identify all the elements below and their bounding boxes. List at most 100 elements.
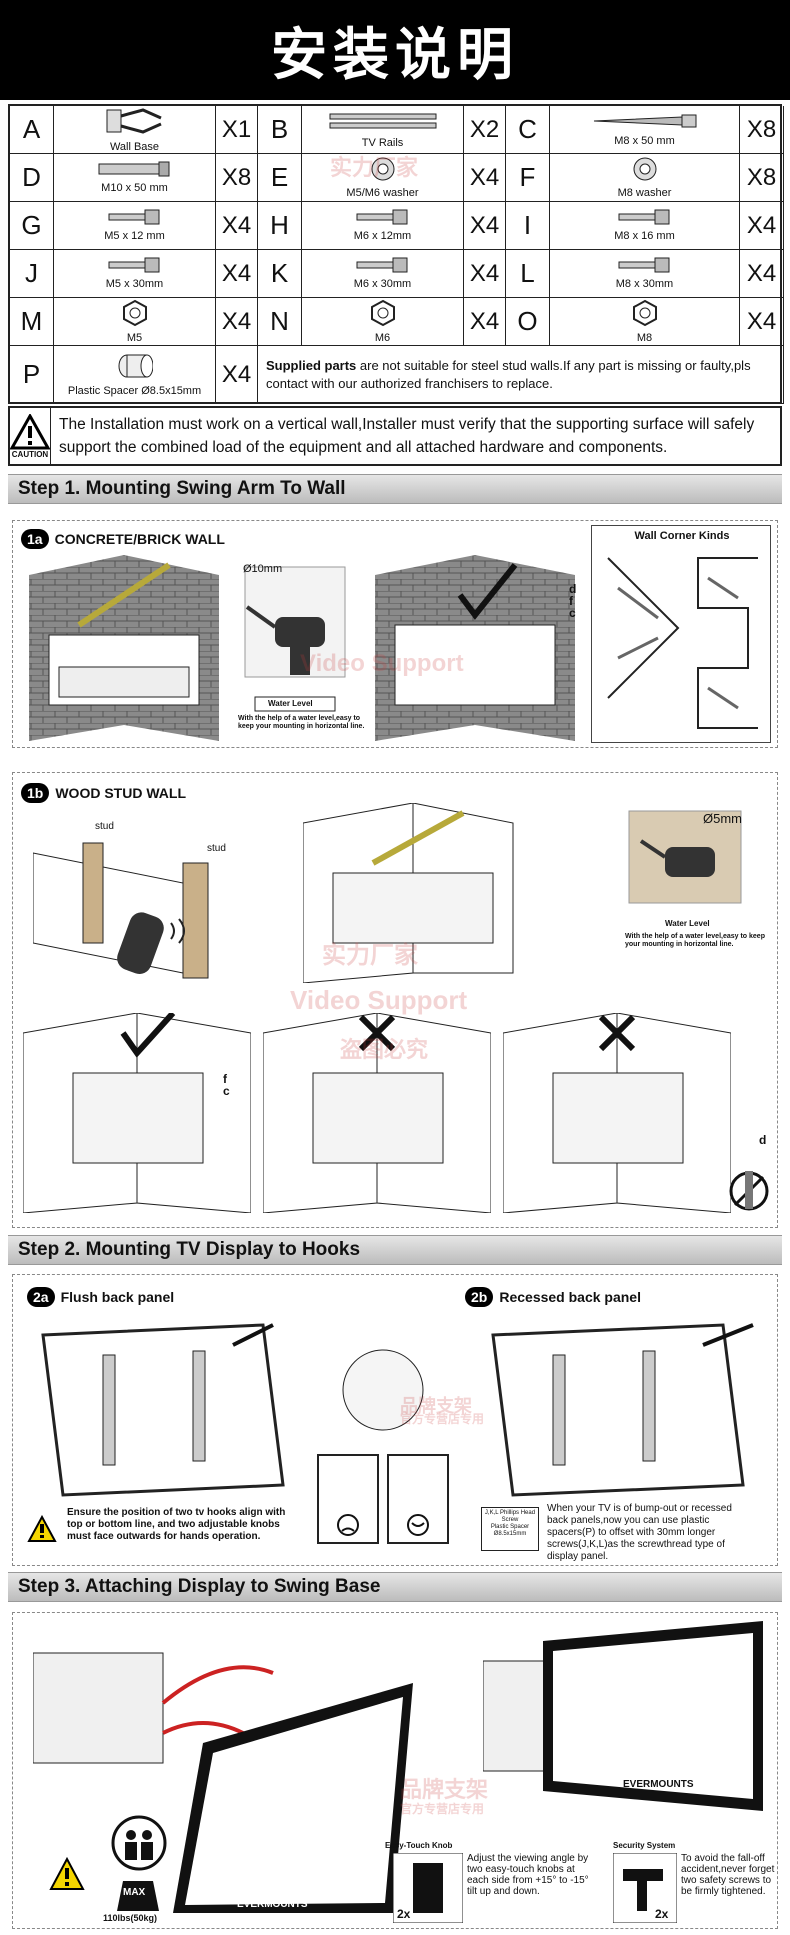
part-name: M6 [374,332,391,344]
stud-finder-illustration [33,842,209,979]
part-quantity: X4 [216,346,258,404]
brick-wall-illustration [29,555,219,741]
step2b-label: Recessed back panel [499,1289,641,1305]
max-label: MAX [123,1887,146,1898]
watermark-text: 官方专营店专用 [400,1412,485,1426]
step-number-badge: 1b [21,783,50,803]
spacer-screw-box: J,K,L Phillips Head Screw Plastic Spacer… [481,1507,539,1551]
anchor-not-allowed-icon [729,1171,769,1211]
part-letter: L [506,250,550,298]
step-number-badge: 2b [465,1287,494,1307]
supplied-parts-note: Supplied parts are not suitable for stee… [258,346,784,404]
part-letter: B [258,106,302,154]
weight-icon [117,1881,159,1911]
knob-note: Adjust the viewing angle by two easy-tou… [467,1853,589,1897]
part-description: M5/M6 washer [302,154,464,202]
part-letter: O [506,298,550,346]
part-letter: J [10,250,54,298]
security-note: To avoid the fall-off accident,never for… [681,1853,775,1897]
wood-drill-illustration [628,810,742,904]
part-name: M5 x 12 mm [104,230,165,242]
part-quantity: X4 [464,250,506,298]
part-letter: C [506,106,550,154]
step1b-label: WOOD STUD WALL [55,785,186,801]
part-quantity: X4 [464,154,506,202]
part-quantity: X4 [740,250,784,298]
warning-icon [49,1857,85,1890]
part-name: M8 x 30mm [615,278,674,290]
step1-title: Step 1. Mounting Swing Arm To Wall [8,474,782,504]
watermark-text: 品牌支架 [400,1777,489,1802]
wrong-stud-mount-illustration-1 [263,1013,491,1213]
part-description: Wall Base [54,106,216,154]
correct-stud-mount-illustration [23,1013,251,1213]
part-description: M5 x 30mm [54,250,216,298]
part-letter: E [258,154,302,202]
anchor-callout-d: d [759,1133,767,1147]
part-description: Plastic Spacer Ø8.5x15mm [54,346,216,404]
security-quantity: 2x [655,1907,669,1921]
part-name: Plastic Spacer Ø8.5x15mm [67,385,202,397]
part-quantity: X2 [464,106,506,154]
step1b-panel: 1b WOOD STUD WALL stud stud Ø5mm Water L… [12,772,778,1228]
part-name: TV Rails [361,137,404,149]
step-number-badge: 1a [21,529,49,549]
part-quantity: X1 [216,106,258,154]
screw-icon [615,209,675,228]
watermark-text: Video Support [300,650,464,677]
recessed-panel-illustration [491,1323,754,1497]
part-quantity: X8 [740,154,784,202]
part-quantity: X8 [740,106,784,154]
water-level-note-1b: With the help of a water level,easy to k… [625,933,765,948]
part-quantity: X4 [740,202,784,250]
part-description: M5 [54,298,216,346]
anchor-icon [95,161,175,180]
nut-icon [631,299,659,330]
screw-detail-illustration [317,1349,449,1544]
lag-bolt-icon [590,112,700,133]
tv-rails-icon [328,110,438,135]
part-letter: D [10,154,54,202]
supplied-parts-text: are not suitable for steel stud walls.If… [266,357,751,391]
attach-display-illustration [33,1652,413,1913]
screw-icon [353,209,413,228]
security-screw-illustration [613,1853,677,1923]
drill-size-label: Ø10mm [243,563,283,575]
step2a-heading: 2a Flush back panel [27,1287,174,1307]
part-name: M5/M6 washer [346,187,419,199]
caution-box: CAUTION The Installation must work on a … [8,406,782,466]
water-level-note: With the help of a water level,easy to k… [238,715,365,730]
mounted-display-illustration [483,1621,763,1811]
step2a-note: Ensure the position of two tv hooks alig… [67,1507,286,1542]
step1a-label: CONCRETE/BRICK WALL [54,531,225,547]
step3-panel: EVERMOUNTS EVERMOUNTS MAX 110lbs(50kg) E… [12,1612,778,1929]
page-title: 安装说明 [0,0,790,100]
washer-icon [632,156,658,185]
part-description: M6 [302,298,464,346]
flush-panel-illustration [41,1323,285,1497]
corner-kinds-illustration [607,557,758,729]
part-description: M8 x 50 mm [550,106,740,154]
step2-panel: 2a Flush back panel Ensure the position … [12,1274,778,1566]
warning-icon [27,1515,57,1542]
part-letter: M [10,298,54,346]
screw-icon [105,209,165,228]
part-quantity: X8 [216,154,258,202]
water-level-label: Water Level [268,699,313,708]
screw-icon [353,257,413,276]
part-name: M5 [126,332,143,344]
brand-label-2: EVERMOUNTS [623,1779,694,1790]
security-title: Security System [613,1841,676,1850]
caution-label: CAUTION [11,449,49,459]
part-name: M6 x 30mm [353,278,412,290]
watermark-text: Video Support [290,985,468,1015]
watermark-text: 实力厂家 [330,155,419,180]
part-quantity: X4 [216,250,258,298]
part-letter: A [10,106,54,154]
part-quantity: X4 [464,298,506,346]
part-name: M8 [636,332,653,344]
part-name: M5 x 30mm [105,278,164,290]
spacer-icon [117,352,153,383]
step1b-heading: 1b WOOD STUD WALL [21,783,186,803]
